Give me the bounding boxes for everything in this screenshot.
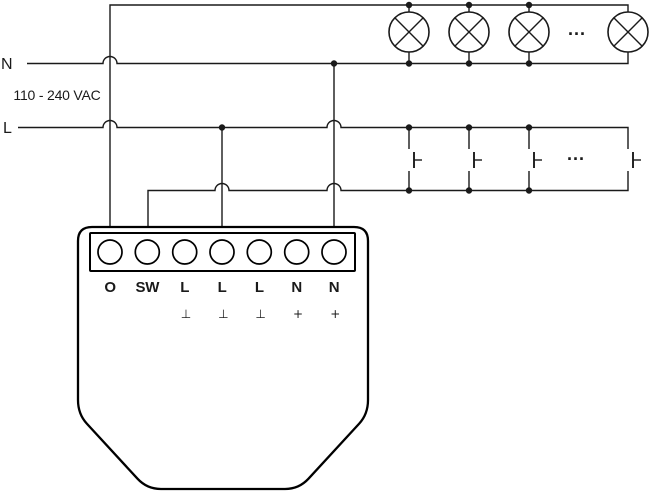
switch-icon xyxy=(408,127,422,191)
lamp-cross xyxy=(454,17,484,47)
terminal-hole-n2 xyxy=(321,239,347,265)
lamp-icon xyxy=(448,5,490,64)
relay-device: O SW L L L N N ⊥ ⊥ ⊥ + + xyxy=(76,225,370,491)
switch-bus-wire xyxy=(147,171,629,227)
lamp-cross xyxy=(394,17,424,47)
junction-dot xyxy=(465,124,473,131)
terminal-hole-l1 xyxy=(171,239,198,265)
line-bus-wire xyxy=(18,119,629,149)
junction-dot xyxy=(525,187,533,194)
junction-dot xyxy=(218,124,226,131)
lamps-row: ... xyxy=(388,5,649,64)
lamp-cross xyxy=(514,17,544,47)
lamp-circle xyxy=(607,11,649,53)
switch-icon xyxy=(632,152,641,168)
terminal-label-sw: SW xyxy=(136,279,161,296)
terminal-label-o: O xyxy=(104,279,116,296)
terminal-sub-l3: ⊥ xyxy=(255,307,265,321)
switch-icon xyxy=(528,127,542,191)
lamp-icon xyxy=(607,11,649,53)
terminal-hole-l3 xyxy=(246,239,273,265)
terminal-sub-n2: + xyxy=(330,307,340,321)
terminal-sub-l1: ⊥ xyxy=(181,307,191,321)
supply-labels: N 110 - 240 VAC L xyxy=(1,56,101,137)
terminal-label-l3: L xyxy=(255,279,264,296)
terminal-label-l2: L xyxy=(218,279,227,296)
junction-dot xyxy=(465,187,473,194)
terminal-sub-l2: ⊥ xyxy=(218,307,228,321)
neutral-bus-label: N xyxy=(1,56,12,73)
device-body xyxy=(76,225,370,491)
line-bus-label: L xyxy=(3,120,12,137)
lamp-icon xyxy=(388,5,430,64)
lamp-cross xyxy=(613,17,643,47)
junction-dot xyxy=(330,60,338,67)
terminal-label-n2: N xyxy=(329,279,340,296)
junction-dot xyxy=(525,60,533,67)
terminal-hole-l2 xyxy=(209,239,235,265)
junction-dot xyxy=(465,1,473,9)
switches-ellipsis: ... xyxy=(567,144,585,164)
junction-dots xyxy=(218,1,533,194)
terminal-hole-sw xyxy=(134,239,161,265)
terminal-label-n1: N xyxy=(291,279,302,296)
supply-voltage-label: 110 - 240 VAC xyxy=(13,87,100,103)
terminal-sub-symbols: ⊥ ⊥ ⊥ + + xyxy=(181,307,341,321)
terminal-sub-n1: + xyxy=(293,307,303,321)
terminal-labels: O SW L L L N N xyxy=(104,279,339,296)
terminal-hole-n1 xyxy=(283,239,310,265)
junction-dot xyxy=(405,124,413,131)
lamps-ellipsis: ... xyxy=(568,19,586,39)
power-wires xyxy=(18,4,629,227)
switches-row: ... xyxy=(408,127,641,191)
output-rail-wire xyxy=(109,4,629,227)
junction-dot xyxy=(405,187,413,194)
switch-icon xyxy=(468,127,482,191)
junction-dot xyxy=(525,124,533,131)
terminal-label-l1: L xyxy=(180,279,189,296)
junction-dot xyxy=(405,60,413,67)
junction-dot xyxy=(465,60,473,67)
junction-dot xyxy=(525,1,533,9)
junction-dot xyxy=(405,1,413,9)
terminal-block xyxy=(89,232,356,272)
lamp-icon xyxy=(508,5,550,64)
terminal-hole-o xyxy=(97,239,123,265)
neutral-bus-wire xyxy=(27,52,629,65)
